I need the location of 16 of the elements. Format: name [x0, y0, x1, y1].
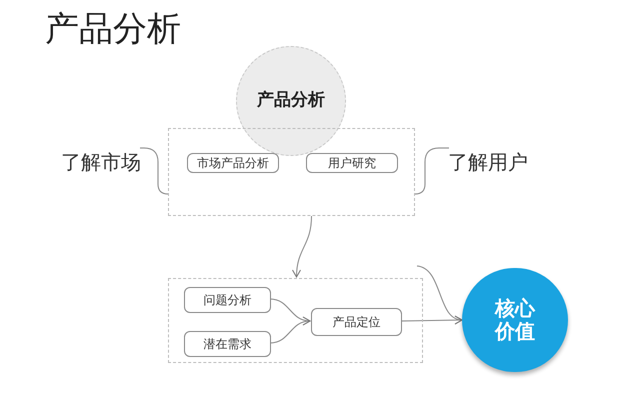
page-title: 产品分析	[45, 8, 181, 51]
side-label: 了解市场	[58, 150, 144, 174]
process-box: 问题分析	[184, 287, 271, 313]
side-label: 了解用户	[445, 150, 531, 174]
arrow	[400, 316, 462, 325]
dashed-group-frame	[168, 278, 423, 363]
bracket-line	[414, 148, 450, 194]
arrow	[292, 216, 312, 278]
process-box: 潜在需求	[184, 331, 271, 357]
process-box: 用户研究	[306, 153, 398, 173]
dashed-group-frame	[168, 128, 415, 216]
arrow	[270, 317, 310, 344]
arrow	[416, 266, 462, 324]
process-box: 市场产品分析	[187, 153, 279, 173]
process-box: 产品定位	[311, 308, 402, 336]
bracket-line	[140, 148, 168, 194]
